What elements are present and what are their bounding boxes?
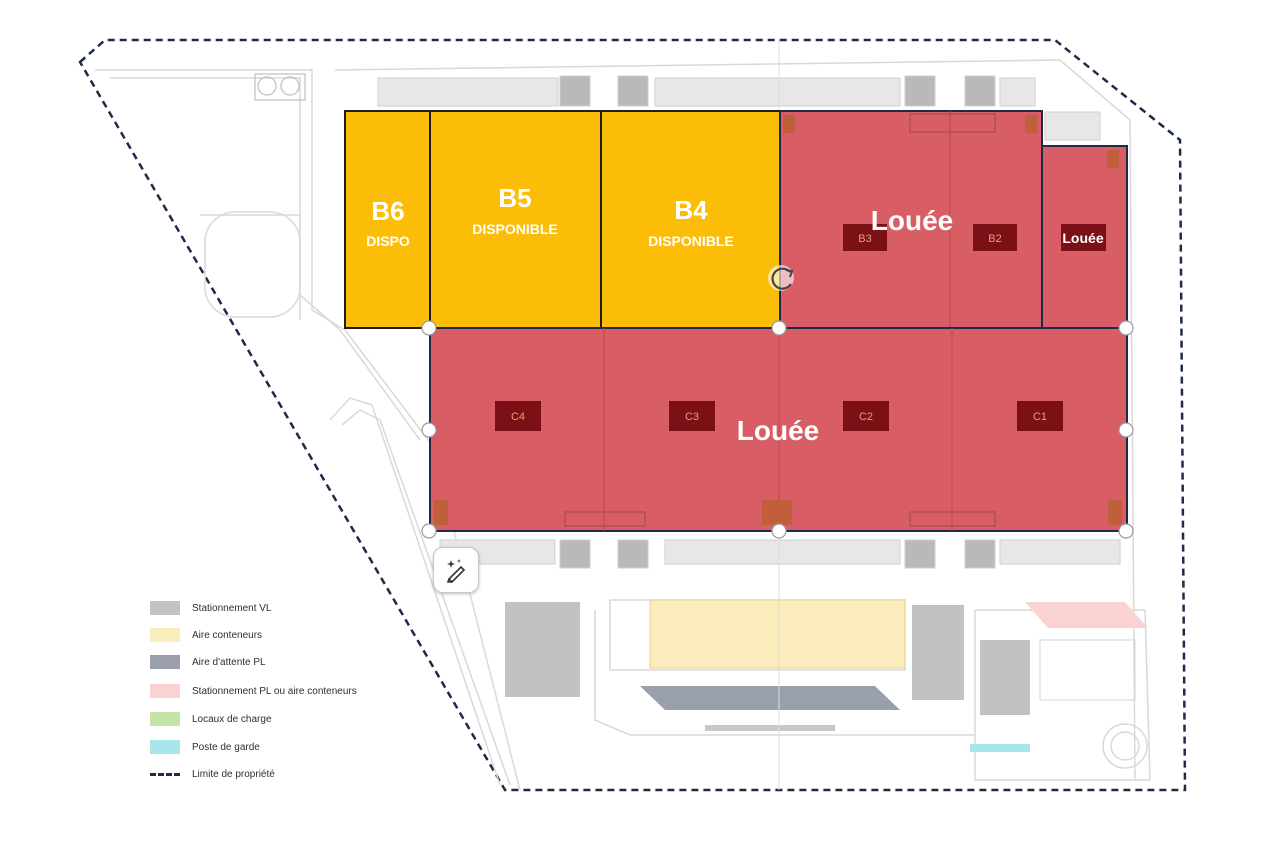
legend-item-poste-de-garde: Poste de garde [150, 739, 260, 755]
tag-c4 [495, 401, 541, 431]
handle-middle-left[interactable] [421, 422, 437, 438]
handle-top-right[interactable] [1118, 320, 1134, 336]
tag-c3 [669, 401, 715, 431]
b5-title: B5 [498, 183, 531, 213]
tag-c2 [843, 401, 889, 431]
c-block-dividers [603, 328, 953, 531]
handle-top-middle[interactable] [771, 320, 787, 336]
tag-c4-label: C4 [511, 411, 525, 423]
legend-label: Locaux de charge [192, 713, 272, 725]
corner-markers [434, 115, 1122, 525]
legend-item-stationnement-pl: Stationnement PL ou aire conteneurs [150, 683, 357, 699]
tag-c1 [1017, 401, 1063, 431]
legend-swatch [150, 628, 180, 642]
b4-status: DISPONIBLE [648, 233, 734, 249]
selection-handles [421, 320, 1134, 539]
b5-status: DISPONIBLE [472, 221, 558, 237]
rented-c-label: Louée [737, 415, 819, 446]
site-roads [95, 59, 1151, 791]
legend-item-locaux-de-charge: Locaux de charge [150, 711, 272, 727]
rented-small-label: Louée [1062, 230, 1103, 246]
handle-middle-right[interactable] [1118, 422, 1134, 438]
magic-pen-icon [446, 559, 466, 583]
legend-item-aire-conteneurs: Aire conteneurs [150, 627, 262, 643]
tag-b3-label: B3 [858, 233, 871, 245]
rented-main-label: Louée [871, 205, 953, 236]
b6-title: B6 [371, 196, 404, 226]
handle-top-left[interactable] [421, 320, 437, 336]
legend-label: Stationnement PL ou aire conteneurs [192, 685, 357, 697]
handle-bottom-left[interactable] [421, 523, 437, 539]
legend-label: Poste de garde [192, 741, 260, 753]
legend-label: Stationnement VL [192, 602, 272, 614]
legend-line [150, 772, 180, 776]
tanks [254, 73, 306, 101]
unit-tags [495, 224, 1106, 431]
dock-details [564, 113, 996, 527]
legend-label: Limite de propriété [192, 768, 275, 780]
magic-pen-button[interactable] [433, 547, 479, 593]
legend-swatch [150, 601, 180, 615]
building-b6[interactable] [344, 110, 431, 329]
bottom-dock-strip [439, 539, 1121, 569]
rotate-icon[interactable] [768, 265, 794, 291]
legend-item-stationnement-vl: Stationnement VL [150, 600, 272, 616]
legend-swatch [150, 740, 180, 754]
handle-bottom-right[interactable] [1118, 523, 1134, 539]
tag-c1-label: C1 [1033, 411, 1047, 423]
legend-label: Aire conteneurs [192, 629, 263, 641]
legend-item-aire-attente-pl: Aire d'attente PL [150, 654, 266, 670]
b6-status: DISPO [366, 233, 410, 249]
building-b4[interactable] [600, 110, 781, 329]
legend-item-limite-propriete: Limite de propriété [150, 766, 275, 782]
tag-b2-label: B2 [988, 233, 1001, 245]
legend-swatch [150, 684, 180, 698]
top-dock-strip [377, 75, 1101, 141]
tag-c3-label: C3 [685, 411, 699, 423]
building-b5[interactable] [429, 110, 602, 329]
site-areas [505, 599, 1148, 752]
tag-b2 [973, 224, 1017, 251]
handle-bottom-middle[interactable] [771, 523, 787, 539]
tag-b3 [843, 224, 887, 251]
legend-label: Aire d'attente PL [192, 656, 266, 668]
legend-swatch [150, 655, 180, 669]
property-boundary [78, 38, 1187, 792]
tag-c2-label: C2 [859, 411, 873, 423]
legend-swatch [150, 712, 180, 726]
tag-b1 [1061, 224, 1106, 251]
b4-title: B4 [674, 195, 708, 225]
